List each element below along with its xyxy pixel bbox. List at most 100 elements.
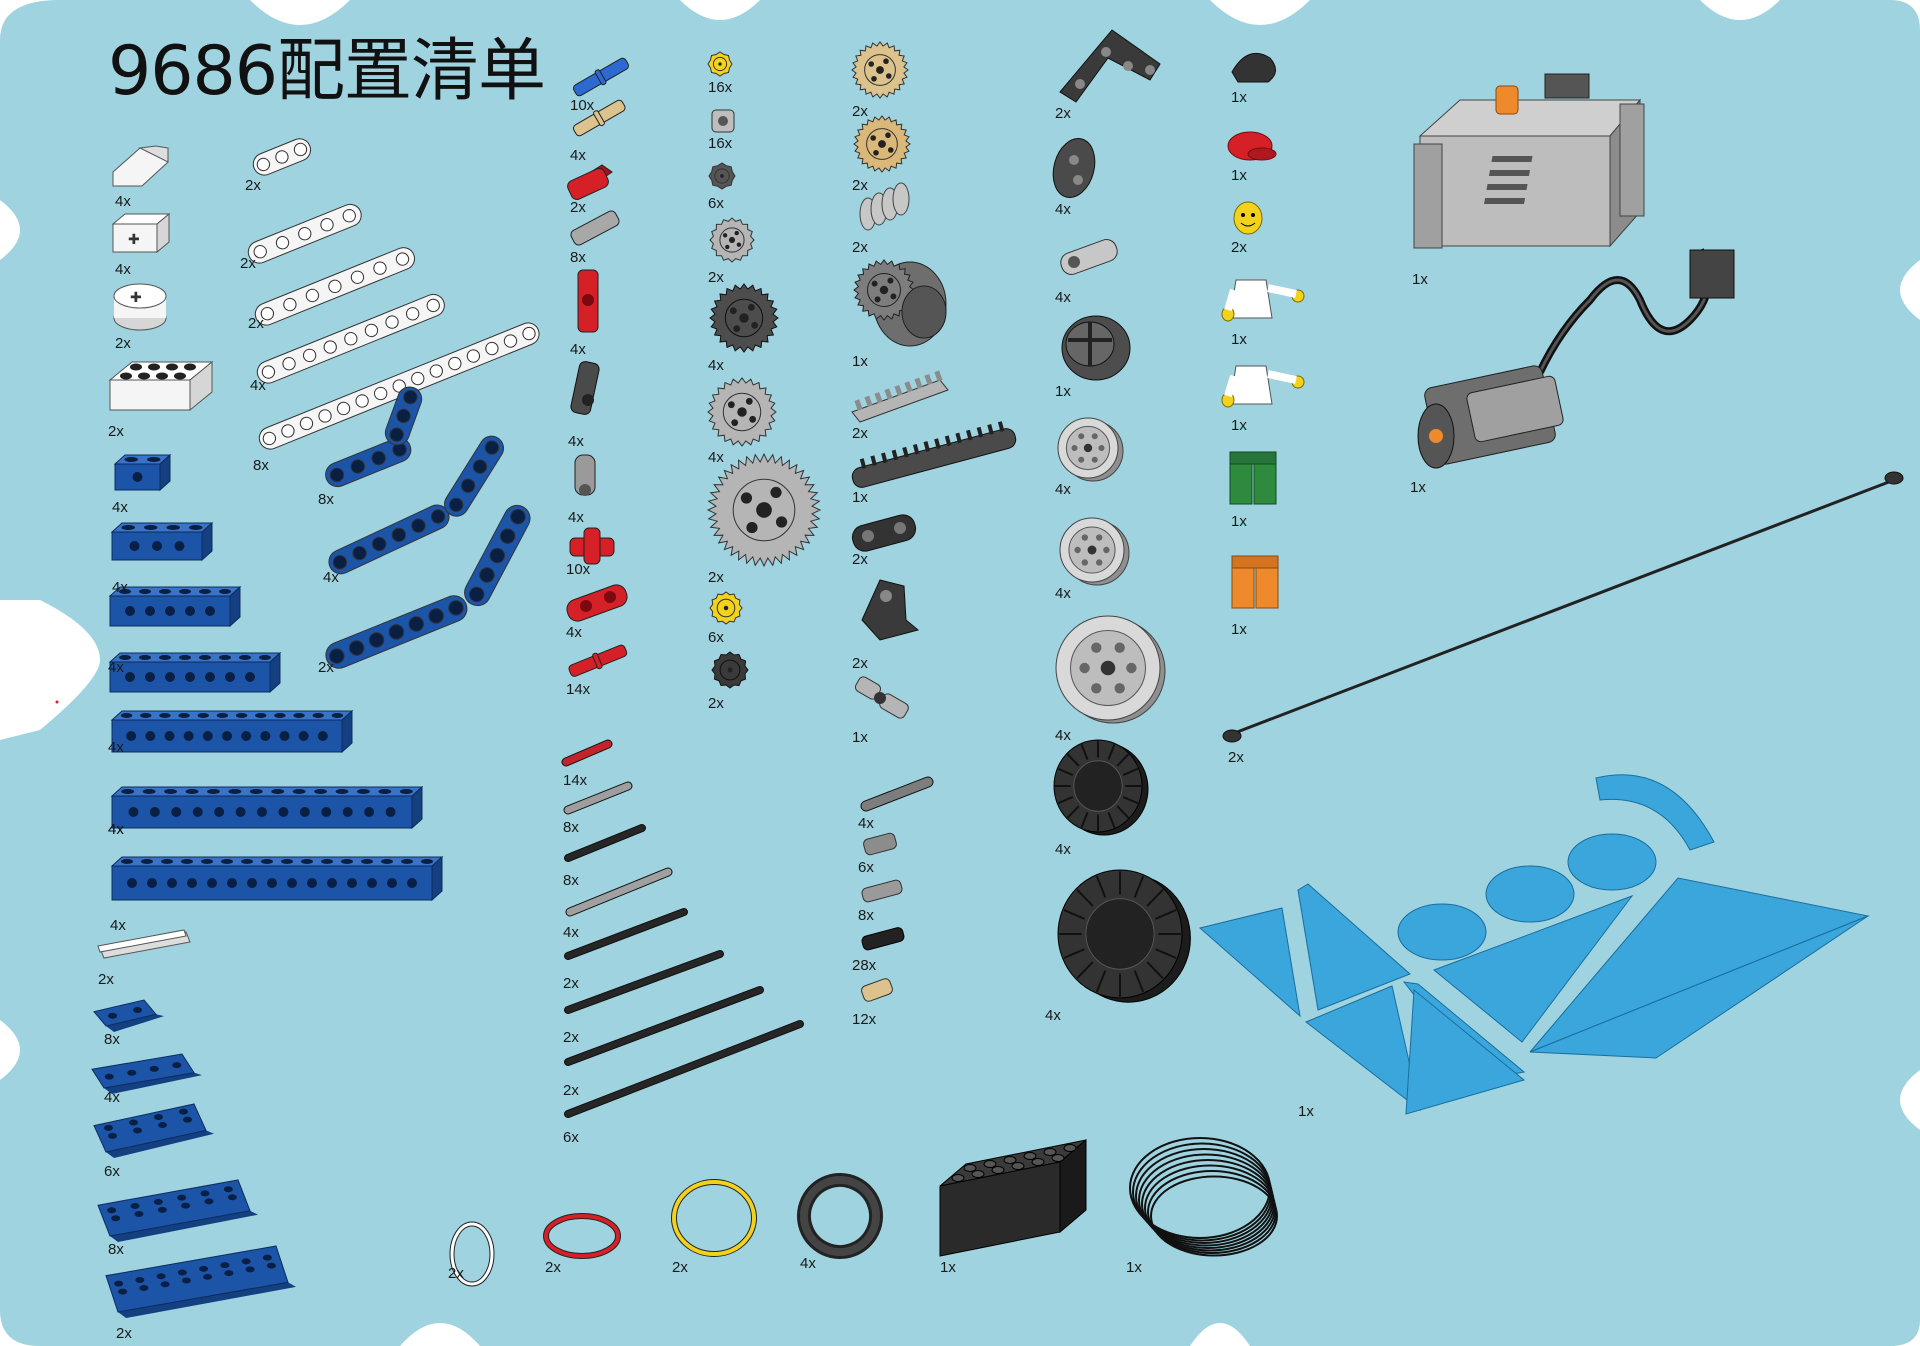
quantity-label: 1x (1231, 89, 1247, 106)
quantity-label: 4x (1055, 289, 1071, 306)
quantity-label: 2x (852, 551, 868, 568)
quantity-label: 1x (1231, 417, 1247, 434)
quantity-label: 12x (852, 1011, 877, 1028)
dark-angle-connector-icon (570, 361, 600, 415)
black-axle-12-icon (564, 1020, 804, 1118)
red-bush-icon (567, 164, 613, 201)
black-axle-6-icon (564, 908, 688, 960)
quantity-label: 4x (104, 1089, 120, 1106)
white-beam-3-icon (252, 138, 312, 176)
minifig-cap-icon (1227, 131, 1277, 161)
quantity-label: 2x (545, 1259, 561, 1276)
red-rubber-band-icon (543, 1213, 621, 1259)
black-axle-4-icon (564, 824, 646, 862)
quantity-label: 1x (852, 353, 868, 370)
motor-icon (1417, 248, 1735, 469)
quantity-label: 2x (115, 335, 131, 352)
gray-gear-40-icon (706, 452, 822, 568)
blue-technic-brick-1x16-icon (110, 855, 444, 902)
gray-gear-16-icon (709, 217, 755, 263)
tan-axle-pin-icon (572, 99, 626, 137)
quantity-label: 2x (563, 975, 579, 992)
quantity-label: 2x (852, 239, 868, 256)
cam-icon (1052, 138, 1096, 198)
quantity-label: 6x (563, 1129, 579, 1146)
red-pin-icon (568, 644, 628, 677)
quantity-label: 1x (1298, 1103, 1314, 1120)
red-perpendicular-connector-icon (577, 269, 599, 333)
white-brick-2x4-icon (108, 360, 214, 412)
dark-gear-8-icon (708, 162, 736, 190)
quantity-label: 2x (240, 255, 256, 272)
quantity-label: 4x (563, 924, 579, 941)
quantity-label: 1x (940, 1259, 956, 1276)
universal-joint-icon (854, 676, 909, 719)
string-with-ends-icon (1222, 471, 1904, 743)
string-coil-icon (1129, 1137, 1278, 1257)
axle-joiner-icon (851, 514, 917, 552)
quantity-label: 4x (250, 377, 266, 394)
blue-plate-2x4-icon (93, 1103, 214, 1158)
minifig-legs-green-icon (1229, 451, 1277, 505)
quantity-label: 2x (245, 177, 261, 194)
quantity-label: 2x (672, 1259, 688, 1276)
quantity-label: 2x (852, 103, 868, 120)
quantity-label: 2x (318, 659, 334, 676)
gray-pin-icon (861, 879, 903, 903)
svg-text:✚: ✚ (128, 231, 140, 247)
quantity-label: 1x (1231, 621, 1247, 638)
quantity-label: 16x (708, 135, 733, 152)
blue-plastic-panels-icon (1198, 774, 1870, 1115)
black-friction-pin-icon (861, 927, 905, 951)
quantity-label: 2x (563, 1082, 579, 1099)
yellow-gear-8-icon (707, 51, 733, 77)
tan-gear-24-icon (851, 41, 909, 99)
quantity-label: 1x (1126, 1259, 1142, 1276)
quantity-label: 2x (852, 425, 868, 442)
quantity-label: 14x (563, 772, 588, 789)
medium-tire-icon (1053, 739, 1149, 836)
white-beam-15-icon (258, 322, 540, 450)
quantity-label: 2x (852, 177, 868, 194)
quantity-label: 2x (98, 971, 114, 988)
quantity-label: 4x (108, 659, 124, 676)
blue-axle-pin-icon (572, 57, 629, 97)
large-rim-icon (1055, 615, 1166, 724)
gray-bush-icon (711, 109, 735, 133)
quantity-label: 4x (323, 569, 339, 586)
black-axle-8-icon (564, 950, 724, 1014)
blue-angled-beam-icon (328, 435, 505, 575)
quantity-label: 4x (108, 821, 124, 838)
red-cross-block-icon (569, 527, 615, 565)
quantity-labels: 4x 4x 2x 2x 2x 2x 2x 4x 8x 8x 4x 2x 4x 4x 4x 4x 4x 4x 4x 2x… (98, 79, 1428, 1342)
gray-axle-pin-long-icon (860, 776, 934, 812)
quantity-label: 4x (1055, 727, 1071, 744)
quantity-label: 8x (563, 819, 579, 836)
page-title: 9686配置清单 (108, 32, 546, 111)
dark-gear-24-icon (709, 283, 779, 353)
quantity-label: 4x (108, 739, 124, 756)
quantity-label: 1x (1412, 271, 1428, 288)
quantity-label: 4x (112, 579, 128, 596)
quantity-label: 8x (563, 872, 579, 889)
quantity-label: 2x (852, 655, 868, 672)
quantity-label: 10x (566, 561, 591, 578)
minifig-legs-orange-icon (1231, 555, 1279, 609)
long-gear-rack-icon (851, 421, 1017, 488)
quantity-label: 16x (708, 79, 733, 96)
gray-axle-3-icon (563, 781, 633, 815)
gray-gear-24-icon (707, 377, 777, 447)
blue-plate-1x4-icon (91, 1053, 202, 1094)
black-brick-2x6-icon (939, 1138, 1087, 1257)
quantity-label: 4x (708, 449, 724, 466)
quantity-label: 4x (570, 341, 586, 358)
quantity-label: 28x (852, 957, 877, 974)
quantity-label: 4x (1055, 481, 1071, 498)
quantity-label: 4x (115, 193, 131, 210)
quantity-label: 8x (318, 491, 334, 508)
small-rim-icon (1057, 417, 1124, 482)
blue-l-beam-icon (325, 386, 423, 488)
gray-connector-icon (570, 210, 620, 246)
large-tire-icon (1057, 869, 1191, 1003)
quantity-label: 4x (570, 147, 586, 164)
